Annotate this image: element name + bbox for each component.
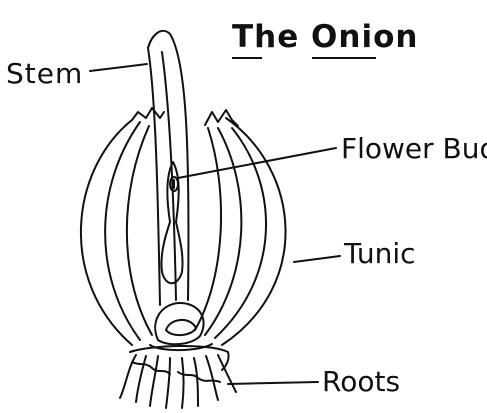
stem-leader: [90, 64, 147, 71]
root-7: [206, 356, 218, 400]
tunic-leader: [294, 256, 340, 262]
basal-plate: [155, 303, 203, 344]
tunic-label: Tunic: [344, 240, 416, 268]
tunic-right-4: [195, 128, 221, 330]
root-5: [182, 358, 184, 408]
basal-plate-inner: [166, 320, 196, 335]
tunic-right-3: [205, 128, 241, 335]
title-underline: [232, 57, 262, 59]
roots-leader: [228, 382, 318, 384]
diagram-title: The Onion: [232, 22, 418, 53]
stem-label: Stem: [6, 60, 83, 88]
root-6: [194, 358, 198, 406]
tunic-left-2: [105, 122, 140, 340]
title-underline: [312, 57, 376, 59]
tunic-top-left: [132, 108, 164, 120]
root-squiggle-1: [132, 362, 170, 374]
roots-label: Roots: [322, 368, 400, 396]
tunic-outer-left: [81, 120, 132, 345]
root-1: [120, 355, 136, 398]
tunic-left-3: [127, 126, 152, 335]
root-3: [150, 356, 158, 406]
stem-inner-left: [148, 48, 160, 305]
root-4: [166, 358, 170, 408]
tunic-outer-right: [222, 118, 286, 345]
flower-bud-label: Flower Bud: [341, 135, 487, 163]
